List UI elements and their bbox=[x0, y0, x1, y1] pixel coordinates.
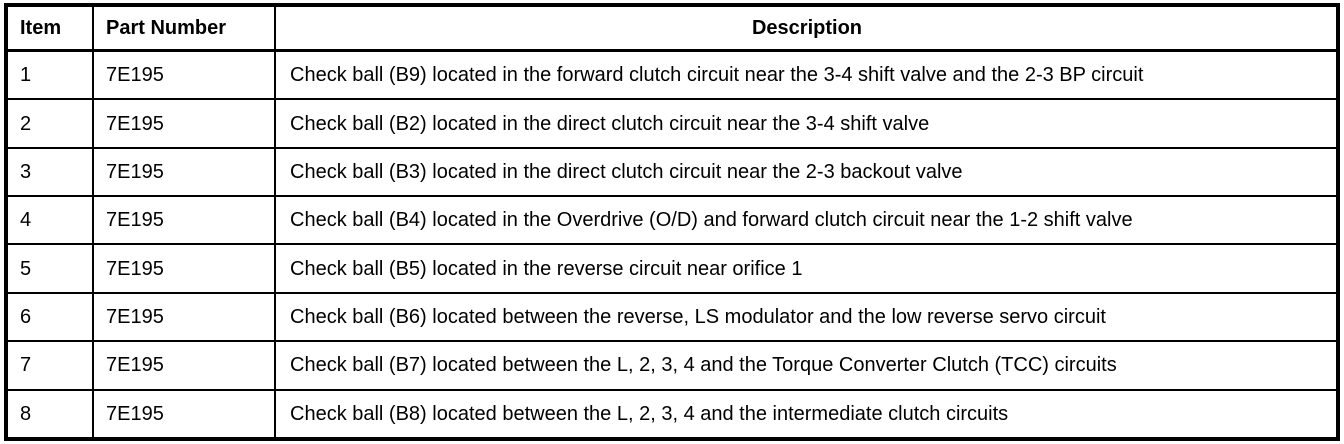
table-row: 5 7E195 Check ball (B5) located in the r… bbox=[5, 243, 1339, 294]
description-cell: Check ball (B8) located between the L, 2… bbox=[274, 388, 1339, 441]
description-cell: Check ball (B4) located in the Overdrive… bbox=[274, 195, 1339, 246]
item-cell: 4 bbox=[5, 195, 94, 246]
table-row: 1 7E195 Check ball (B9) located in the f… bbox=[5, 49, 1339, 101]
part-number-cell: 7E195 bbox=[92, 388, 276, 441]
description-cell: Check ball (B6) located between the reve… bbox=[274, 291, 1339, 343]
header-row: Item Part Number Description bbox=[5, 4, 1339, 52]
description-cell: Check ball (B2) located in the direct cl… bbox=[274, 98, 1339, 149]
part-number-cell: 7E195 bbox=[92, 98, 276, 149]
part-number-cell: 7E195 bbox=[92, 49, 276, 101]
table-row: 4 7E195 Check ball (B4) located in the O… bbox=[5, 195, 1339, 246]
description-cell: Check ball (B5) located in the reverse c… bbox=[274, 243, 1339, 294]
part-number-cell: 7E195 bbox=[92, 340, 276, 391]
header-item: Item bbox=[5, 4, 94, 52]
part-number-cell: 7E195 bbox=[92, 243, 276, 294]
item-cell: 1 bbox=[5, 49, 94, 101]
description-cell: Check ball (B3) located in the direct cl… bbox=[274, 146, 1339, 198]
header-description: Description bbox=[274, 4, 1339, 52]
item-cell: 2 bbox=[5, 98, 94, 149]
item-cell: 5 bbox=[5, 243, 94, 294]
table-row: 8 7E195 Check ball (B8) located between … bbox=[5, 388, 1339, 441]
item-cell: 3 bbox=[5, 146, 94, 198]
description-cell: Check ball (B7) located between the L, 2… bbox=[274, 340, 1339, 391]
description-cell: Check ball (B9) located in the forward c… bbox=[274, 49, 1339, 101]
table-body: 1 7E195 Check ball (B9) located in the f… bbox=[5, 49, 1339, 441]
table-row: 2 7E195 Check ball (B2) located in the d… bbox=[5, 98, 1339, 149]
table-row: 3 7E195 Check ball (B3) located in the d… bbox=[5, 146, 1339, 198]
part-number-cell: 7E195 bbox=[92, 291, 276, 343]
header-part-number: Part Number bbox=[92, 4, 276, 52]
table-header: Item Part Number Description bbox=[5, 4, 1339, 52]
table-row: 7 7E195 Check ball (B7) located between … bbox=[5, 340, 1339, 391]
table-row: 6 7E195 Check ball (B6) located between … bbox=[5, 291, 1339, 343]
part-number-cell: 7E195 bbox=[92, 195, 276, 246]
item-cell: 6 bbox=[5, 291, 94, 343]
item-cell: 8 bbox=[5, 388, 94, 441]
part-number-cell: 7E195 bbox=[92, 146, 276, 198]
parts-table: Item Part Number Description 1 7E195 Che… bbox=[4, 3, 1340, 441]
item-cell: 7 bbox=[5, 340, 94, 391]
